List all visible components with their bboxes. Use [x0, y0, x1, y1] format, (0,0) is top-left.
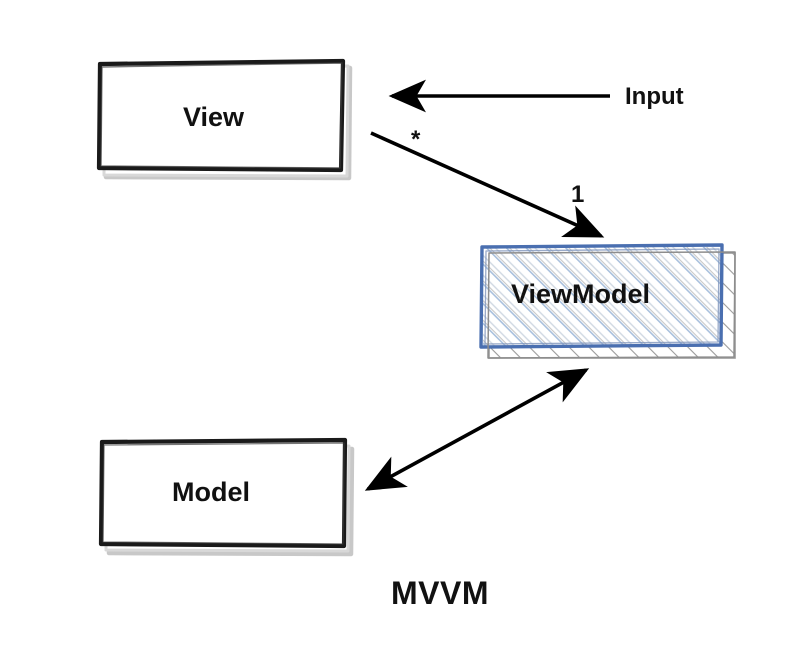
node-viewmodel[interactable] [479, 243, 736, 359]
viewmodel-box-outline [479, 243, 724, 349]
viewmodel-hatch-fill-gray [483, 247, 721, 346]
view-viewmodel-arrow-line [370, 131, 605, 238]
edge-viewmodel-model[interactable] [364, 368, 590, 491]
node-label-model: Model [172, 477, 250, 507]
model-box-outline [98, 437, 348, 549]
viewmodel-box-outline-sketch [484, 248, 720, 345]
node-model[interactable] [98, 437, 355, 557]
viewmodel-box-outline-gray [487, 251, 736, 359]
diagram-title: MVVM [391, 575, 489, 611]
node-view[interactable] [96, 58, 353, 181]
edge-label-multiplicity-source: * [411, 126, 421, 153]
view-box-outline [96, 58, 346, 173]
edge-view-viewmodel[interactable] [370, 131, 605, 238]
model-box-outline-sketch [102, 442, 345, 545]
view-box-outline-sketch [100, 62, 343, 169]
edge-label-input: Input [625, 83, 684, 110]
node-label-view: View [183, 102, 245, 132]
viewmodel-model-arrow-line [364, 368, 590, 491]
edge-label-multiplicity-target: 1 [571, 181, 585, 208]
node-label-viewmodel: ViewModel [511, 279, 651, 309]
